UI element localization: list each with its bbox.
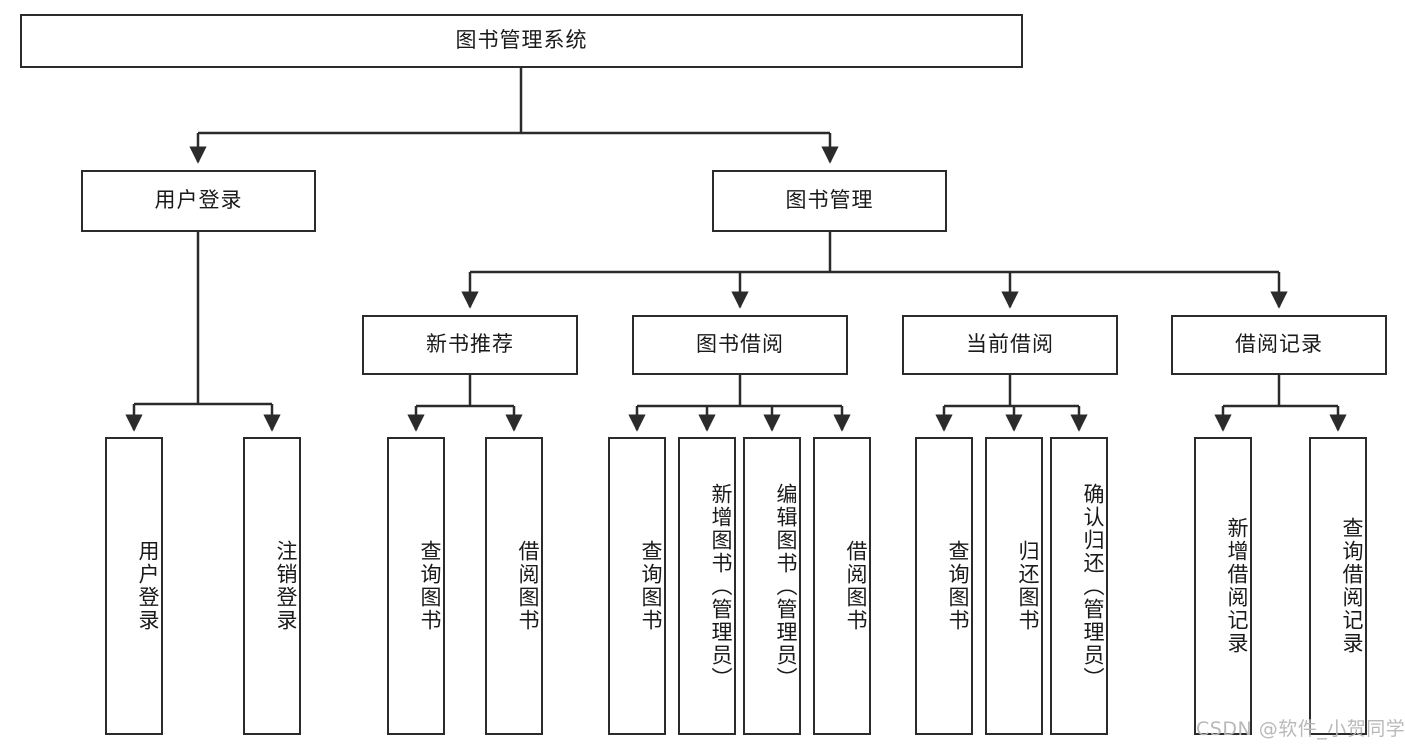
node-leaf-return-book[interactable]: 归还图书 (985, 437, 1043, 735)
node-leaf-query-book-2[interactable]: 查询图书 (608, 437, 666, 735)
node-leaf-user-login[interactable]: 用户登录 (105, 437, 163, 735)
node-book-management[interactable]: 图书管理 (712, 170, 947, 232)
node-leaf-edit-book-admin[interactable]: 编辑图书（管理员） (743, 437, 801, 735)
node-leaf-query-book-1[interactable]: 查询图书 (387, 437, 445, 735)
node-label: 编辑图书（管理员） (774, 482, 798, 690)
node-leaf-add-book-admin[interactable]: 新增图书（管理员） (678, 437, 736, 735)
node-leaf-borrow-book-2[interactable]: 借阅图书 (813, 437, 871, 735)
csdn-watermark: CSDN @软件_小贺同学 (1196, 718, 1405, 740)
node-label: 新增借阅记录 (1225, 517, 1249, 655)
node-leaf-logout-login[interactable]: 注销登录 (243, 437, 301, 735)
node-label: 借阅图书 (844, 540, 868, 632)
node-label: 新书推荐 (426, 332, 514, 357)
node-label: 查询图书 (946, 540, 970, 632)
node-label: 注销登录 (274, 540, 298, 632)
node-label: 当前借阅 (966, 332, 1054, 357)
node-label: 用户登录 (136, 540, 160, 632)
node-label: 图书管理系统 (455, 28, 588, 53)
node-leaf-add-borrow-record[interactable]: 新增借阅记录 (1194, 437, 1252, 735)
node-leaf-query-book-3[interactable]: 查询图书 (915, 437, 973, 735)
node-label: 借阅记录 (1235, 332, 1323, 357)
node-label: 查询图书 (418, 540, 442, 632)
node-label: 图书借阅 (696, 332, 784, 357)
node-user-login[interactable]: 用户登录 (81, 170, 316, 232)
node-new-book-recommend[interactable]: 新书推荐 (362, 315, 578, 375)
node-book-borrow[interactable]: 图书借阅 (632, 315, 848, 375)
node-leaf-borrow-book-1[interactable]: 借阅图书 (485, 437, 543, 735)
node-current-borrow[interactable]: 当前借阅 (902, 315, 1118, 375)
node-label: 新增图书（管理员） (709, 482, 733, 690)
node-label: 图书管理 (785, 188, 874, 213)
node-label: 查询借阅记录 (1340, 517, 1364, 655)
node-leaf-query-borrow-record[interactable]: 查询借阅记录 (1309, 437, 1367, 735)
node-label: 查询图书 (639, 540, 663, 632)
node-label: 用户登录 (154, 188, 243, 213)
node-book-management-system[interactable]: 图书管理系统 (20, 14, 1023, 68)
node-leaf-confirm-return-admin[interactable]: 确认归还（管理员） (1050, 437, 1108, 735)
node-label: 借阅图书 (516, 540, 540, 632)
node-label: 归还图书 (1016, 540, 1040, 632)
node-label: 确认归还（管理员） (1081, 482, 1105, 690)
node-borrow-record[interactable]: 借阅记录 (1171, 315, 1387, 375)
